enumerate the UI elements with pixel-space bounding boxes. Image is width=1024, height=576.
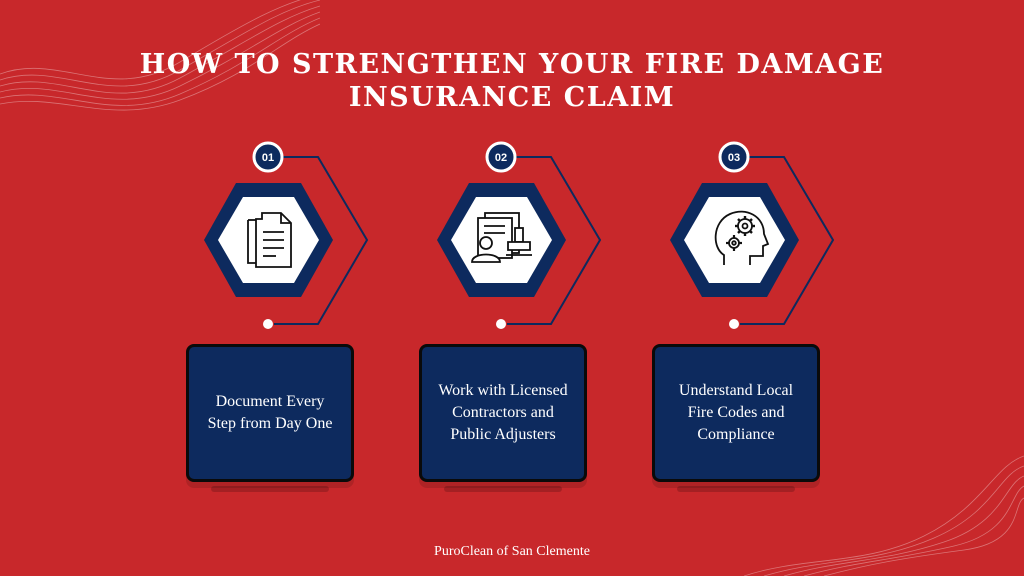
step-3-graphic: 03 xyxy=(670,141,835,329)
document-icon xyxy=(247,212,292,268)
step-2-end-dot xyxy=(496,319,506,329)
step-1-card-shadow xyxy=(211,486,329,492)
contract-stamp-icon xyxy=(471,212,532,263)
step-1-label: Document Every Step from Day One xyxy=(207,393,333,432)
footer-brand: PuroClean of San Clemente xyxy=(434,544,590,559)
step-1-end-dot xyxy=(263,319,273,329)
title-line-1: HOW TO STRENGTHEN YOUR FIRE DAMAGE xyxy=(139,49,885,80)
step-1-card: Document Every Step from Day One xyxy=(186,344,354,482)
step-2-graphic: 02 xyxy=(437,141,602,329)
step-2-label: Work with Licensed Contractors and Publi… xyxy=(438,382,568,443)
page-title: HOW TO STRENGTHEN YOUR FIRE DAMAGE INSUR… xyxy=(0,48,1024,114)
step-1-number: 01 xyxy=(262,152,274,164)
step-1-badge xyxy=(252,141,284,173)
step-2-number: 02 xyxy=(495,152,507,164)
step-3-number: 03 xyxy=(728,152,740,164)
step-2-badge xyxy=(485,141,517,173)
step-3-end-dot xyxy=(729,319,739,329)
step-3-label: Understand Local Fire Codes and Complian… xyxy=(678,382,794,443)
head-gears-icon xyxy=(714,210,770,265)
step-1-connector-line xyxy=(274,156,369,325)
title-line-2: INSURANCE CLAIM xyxy=(348,82,676,113)
step-3-hexagon-inner xyxy=(684,197,785,283)
step-3-badge xyxy=(718,141,750,173)
step-3-card: Understand Local Fire Codes and Complian… xyxy=(652,344,820,482)
step-2-connector-line xyxy=(507,156,602,325)
step-2-card: Work with Licensed Contractors and Publi… xyxy=(419,344,587,482)
step-1-graphic: 01 xyxy=(204,141,369,329)
step-3-card-shadow xyxy=(677,486,795,492)
step-3-connector-line xyxy=(740,156,835,325)
step-2-card-shadow xyxy=(444,486,562,492)
